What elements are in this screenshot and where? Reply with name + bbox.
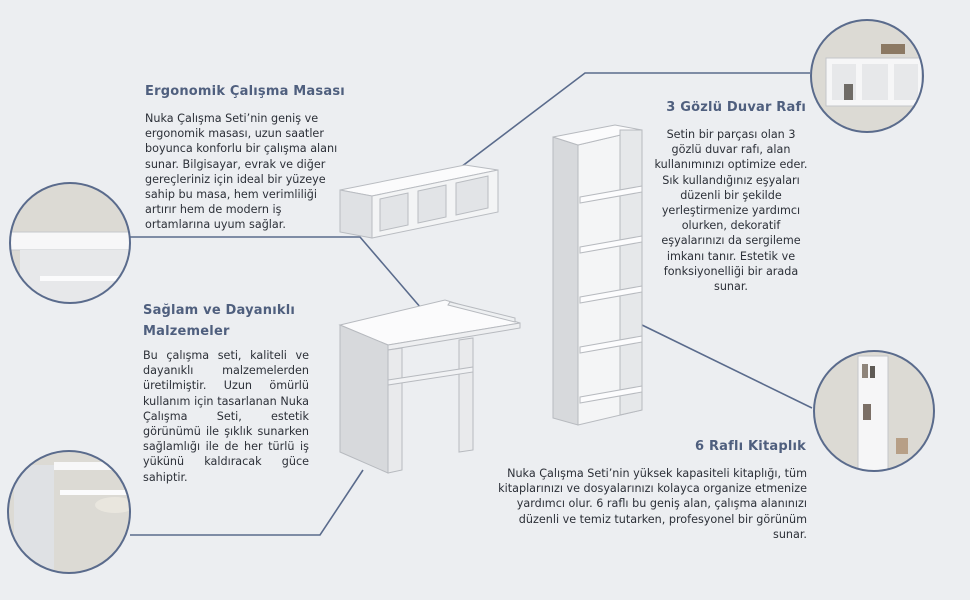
desk-title: Ergonomik Çalışma Masası (145, 84, 345, 99)
connector-bookcase (641, 324, 813, 409)
bookcase-description: Nuka Çalışma Seti’nin yüksek kapasiteli … (498, 467, 807, 541)
shelf-title: 3 Gözlü Duvar Rafı (666, 100, 806, 115)
connector-material (130, 469, 364, 536)
connector-desk (130, 236, 434, 323)
shelf-description: Setin bir parçası olan 3 gözlü duvar raf… (654, 128, 808, 294)
material-title-line1: Sağlam ve Dayanıklı (143, 303, 296, 318)
material-title: Sağlam ve Dayanıklı Malzemeler (143, 300, 363, 342)
connector-shelf (460, 72, 810, 168)
material-description: Bu çalışma seti, kaliteli ve dayanıklı m… (143, 349, 309, 484)
desk-description: Nuka Çalışma Seti’nin geniş ve ergonomik… (145, 112, 338, 232)
bookcase-title: 6 Raflı Kitaplık (694, 439, 806, 454)
material-title-line2: Malzemeler (143, 324, 230, 339)
